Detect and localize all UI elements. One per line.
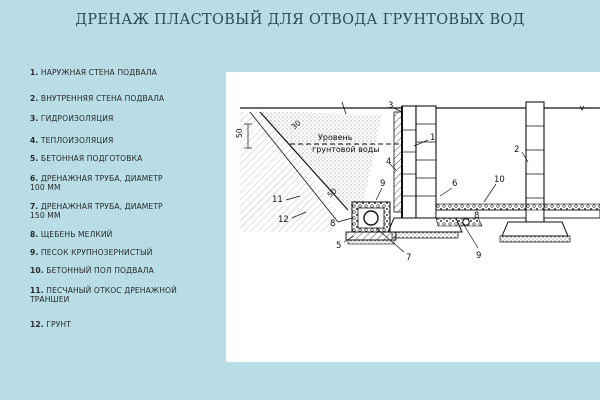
callout-7: 7 [406, 253, 411, 263]
trench-slope-line [249, 111, 339, 223]
legend-item: 2. ВНУТРЕННЯЯ СТЕНА ПОДВАЛА [30, 94, 165, 103]
legend-item: 4. ТЕПЛОИЗОЛЯЦИЯ [30, 136, 114, 145]
dim-50-vertical: 50 [235, 128, 244, 138]
legend-item: 12. ГРУНТ [30, 320, 71, 329]
callout-8: 8 [330, 219, 335, 229]
page-title: ДРЕНАЖ ПЛАСТОВЫЙ ДЛЯ ОТВОДА ГРУНТОВЫХ ВО… [75, 12, 525, 28]
legend-item: 9. ПЕСОК КРУПНОЗЕРНИСТЫЙ [30, 248, 153, 257]
gravel-layer [435, 203, 600, 211]
drainage-drawing: 50 30 50 Уровень грунтовой воды [235, 101, 600, 263]
callout-11: 11 [272, 195, 283, 205]
break-mark [579, 105, 585, 111]
legend-item: 1. НАРУЖНАЯ СТЕНА ПОДВАЛА [30, 68, 157, 77]
legend-item: 10. БЕТОННЫЙ ПОЛ ПОДВАЛА [30, 266, 154, 275]
soil-hatch [240, 112, 336, 232]
legend-item: 8. ЩЕБЕНЬ МЕЛКИЙ [30, 230, 113, 239]
callout-9-second: 9 [476, 251, 481, 261]
drainage-diagram: 50 30 50 Уровень грунтовой воды [226, 72, 600, 362]
groundwater-label: грунтовой воды [312, 145, 380, 154]
callout-6: 6 [452, 179, 457, 189]
legend-item: 5. БЕТОННАЯ ПОДГОТОВКА [30, 154, 143, 163]
outer-wall-blocks [415, 105, 437, 219]
concrete-floor [435, 209, 527, 219]
concrete-floor [543, 209, 600, 219]
groundwater-label: Уровень [318, 133, 353, 142]
callout-12: 12 [278, 215, 289, 225]
callout-4: 4 [386, 157, 391, 167]
legend-item: 3. ГИДРОИЗОЛЯЦИЯ [30, 114, 114, 123]
callout-9: 9 [380, 179, 385, 189]
callout-10: 10 [494, 175, 505, 185]
break-mark [341, 101, 347, 115]
callout-5: 5 [336, 241, 341, 251]
callout-8-second: 8 [474, 211, 479, 221]
outer-wall [401, 105, 417, 219]
insulation-strip [393, 111, 403, 213]
callout-1: 1 [430, 133, 435, 143]
inner-footing [501, 221, 569, 237]
drain-pipe-150 [363, 210, 379, 226]
sand-slope-fill [260, 112, 382, 210]
callout-3: 3 [388, 101, 393, 111]
callout-2: 2 [514, 145, 519, 155]
drain-pipe-100 [462, 218, 470, 226]
